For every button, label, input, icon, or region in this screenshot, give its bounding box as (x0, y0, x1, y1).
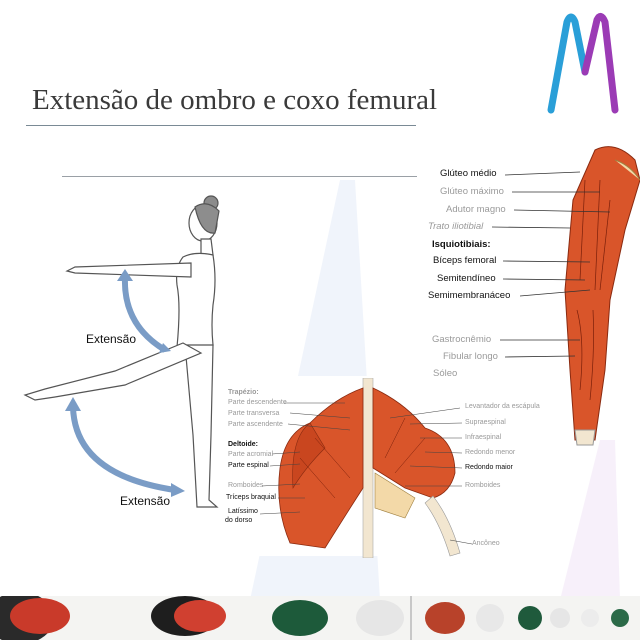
back-muscles-illustration (278, 378, 461, 558)
label-biceps-femoral: Bíceps femoral (433, 255, 497, 266)
extension-label-hip: Extensão (120, 494, 171, 508)
label-deltoide: Deltoide: (228, 441, 258, 448)
label-supraespinal: Supraespinal (465, 419, 506, 426)
brand-logo-icon (547, 13, 619, 114)
label-gluteo-maximo: Glúteo máximo (440, 186, 504, 197)
palette-strip (0, 596, 640, 640)
label-anconeo: Ancôneo (472, 540, 500, 547)
label-isquiotibiais: Isquiotibiais: (432, 239, 491, 250)
label-parte-descendente: Parte descendente (228, 399, 287, 406)
label-latissimo-1: Latíssimo (228, 508, 258, 515)
label-romboides-left: Romboides (228, 482, 264, 489)
hip-arrow (70, 406, 176, 493)
figure-standing-leg (184, 344, 219, 508)
label-semitendineo: Semitendíneo (437, 273, 496, 284)
section-divider (62, 176, 417, 177)
leg-muscles-illustration (564, 146, 640, 446)
extension-figure (23, 195, 220, 508)
label-gastrocnemio: Gastrocnêmio (432, 334, 492, 345)
label-parte-ascendente: Parte ascendente (228, 421, 283, 428)
label-redondo-menor: Redondo menor (465, 449, 516, 456)
label-trato-iliotibial: Trato iliotibial (428, 221, 484, 232)
label-parte-espinal: Parte espinal (228, 462, 269, 469)
figure-arm (65, 262, 192, 278)
label-romboides-right: Romboides (465, 482, 501, 489)
label-fibular-longo: Fibular longo (443, 351, 498, 362)
label-redondo-maior: Redondo maior (465, 464, 513, 471)
label-gluteo-medio: Glúteo médio (440, 168, 497, 179)
page-title: Extensão de ombro e coxo femural (32, 84, 438, 116)
shoulder-arrow (121, 276, 167, 353)
label-soleo: Sóleo (433, 368, 458, 379)
label-semimembranaceo: Semimembranáceo (428, 290, 511, 301)
label-parte-acromial: Parte acromial (228, 451, 274, 458)
title-underline (26, 125, 416, 126)
label-infraespinal: Infraespinal (465, 434, 502, 441)
extension-label-shoulder: Extensão (86, 332, 137, 346)
label-triceps: Tríceps braquial (226, 494, 276, 501)
label-trapezio: Trapézio: (228, 389, 259, 396)
label-parte-transversa: Parte transversa (228, 410, 280, 417)
label-levantador: Levantador da escápula (465, 403, 540, 410)
figure-raised-leg (23, 342, 203, 401)
label-adutor-magno: Adutor magno (446, 204, 506, 215)
watermark-stroke-right (560, 440, 620, 600)
label-latissimo-2: do dorso (225, 517, 253, 524)
